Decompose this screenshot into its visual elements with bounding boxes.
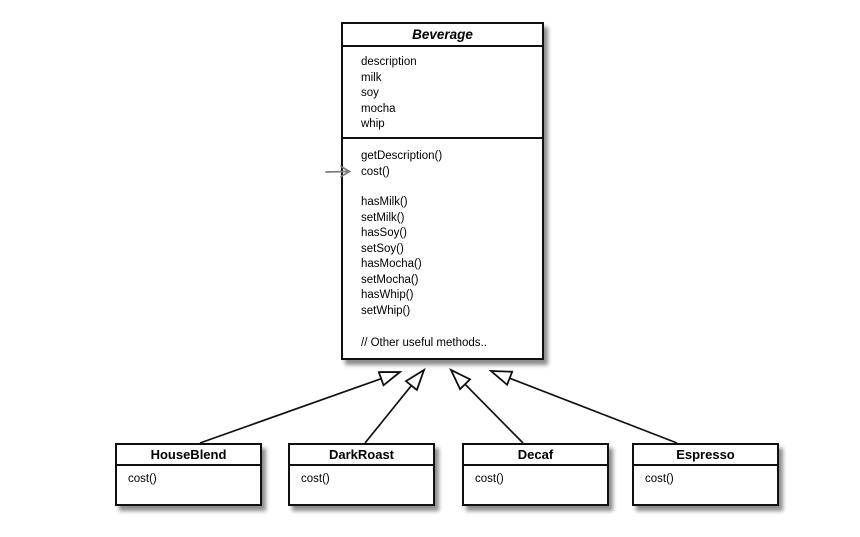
generalization-line-darkroast [364,370,424,444]
method-item: hasSoy() [361,227,408,239]
method-item: hasWhip() [361,289,414,301]
generalization-line-houseblend [199,372,400,444]
attribute-item: description [361,56,417,68]
class-title-beverage: Beverage [343,24,542,47]
other-methods-comment: // Other useful methods.. [361,337,487,349]
method-item-cost: cost() [361,165,390,178]
attribute-item: mocha [361,102,396,115]
attribute-item: milk [361,71,382,84]
generalization-line-espresso [491,371,678,444]
class-box-houseblend: HouseBlend cost() [115,443,262,506]
method-item: setMocha() [361,273,419,286]
beverage-methods-group2: hasMilk() setMilk() hasSoy() setSoy() ha… [361,195,542,319]
method-item: cost() [128,473,157,485]
class-box-espresso: Espresso cost() [632,443,779,506]
class-title-espresso: Espresso [634,445,777,466]
method-item: cost() [301,473,330,485]
method-item: cost() [645,473,674,485]
attribute-item: soy [361,87,379,99]
class-title-houseblend: HouseBlend [117,445,260,466]
beverage-methods-compartment: getDescription() cost() hasMilk() setMil… [343,139,542,352]
method-item: setWhip() [361,304,411,317]
attribute-item: whip [361,118,385,130]
class-title-darkroast: DarkRoast [290,445,433,466]
method-item: hasMocha() [361,258,422,270]
method-item: cost() [475,473,504,485]
decaf-methods-compartment: cost() [464,466,607,485]
beverage-methods-group1: getDescription() cost() [361,149,542,180]
method-item: setMilk() [361,211,405,224]
darkroast-methods-compartment: cost() [290,466,433,485]
beverage-attributes-compartment: description milk soy mocha whip [343,47,542,139]
class-title-decaf: Decaf [464,445,607,466]
class-box-beverage: Beverage description milk soy mocha whip… [341,22,544,360]
method-item: hasMilk() [361,196,408,208]
generalization-line-decaf [451,370,524,444]
class-box-darkroast: DarkRoast cost() [288,443,435,506]
method-item: getDescription() [361,150,443,162]
method-item: setSoy() [361,242,404,255]
houseblend-methods-compartment: cost() [117,466,260,485]
espresso-methods-compartment: cost() [634,466,777,485]
class-box-decaf: Decaf cost() [462,443,609,506]
